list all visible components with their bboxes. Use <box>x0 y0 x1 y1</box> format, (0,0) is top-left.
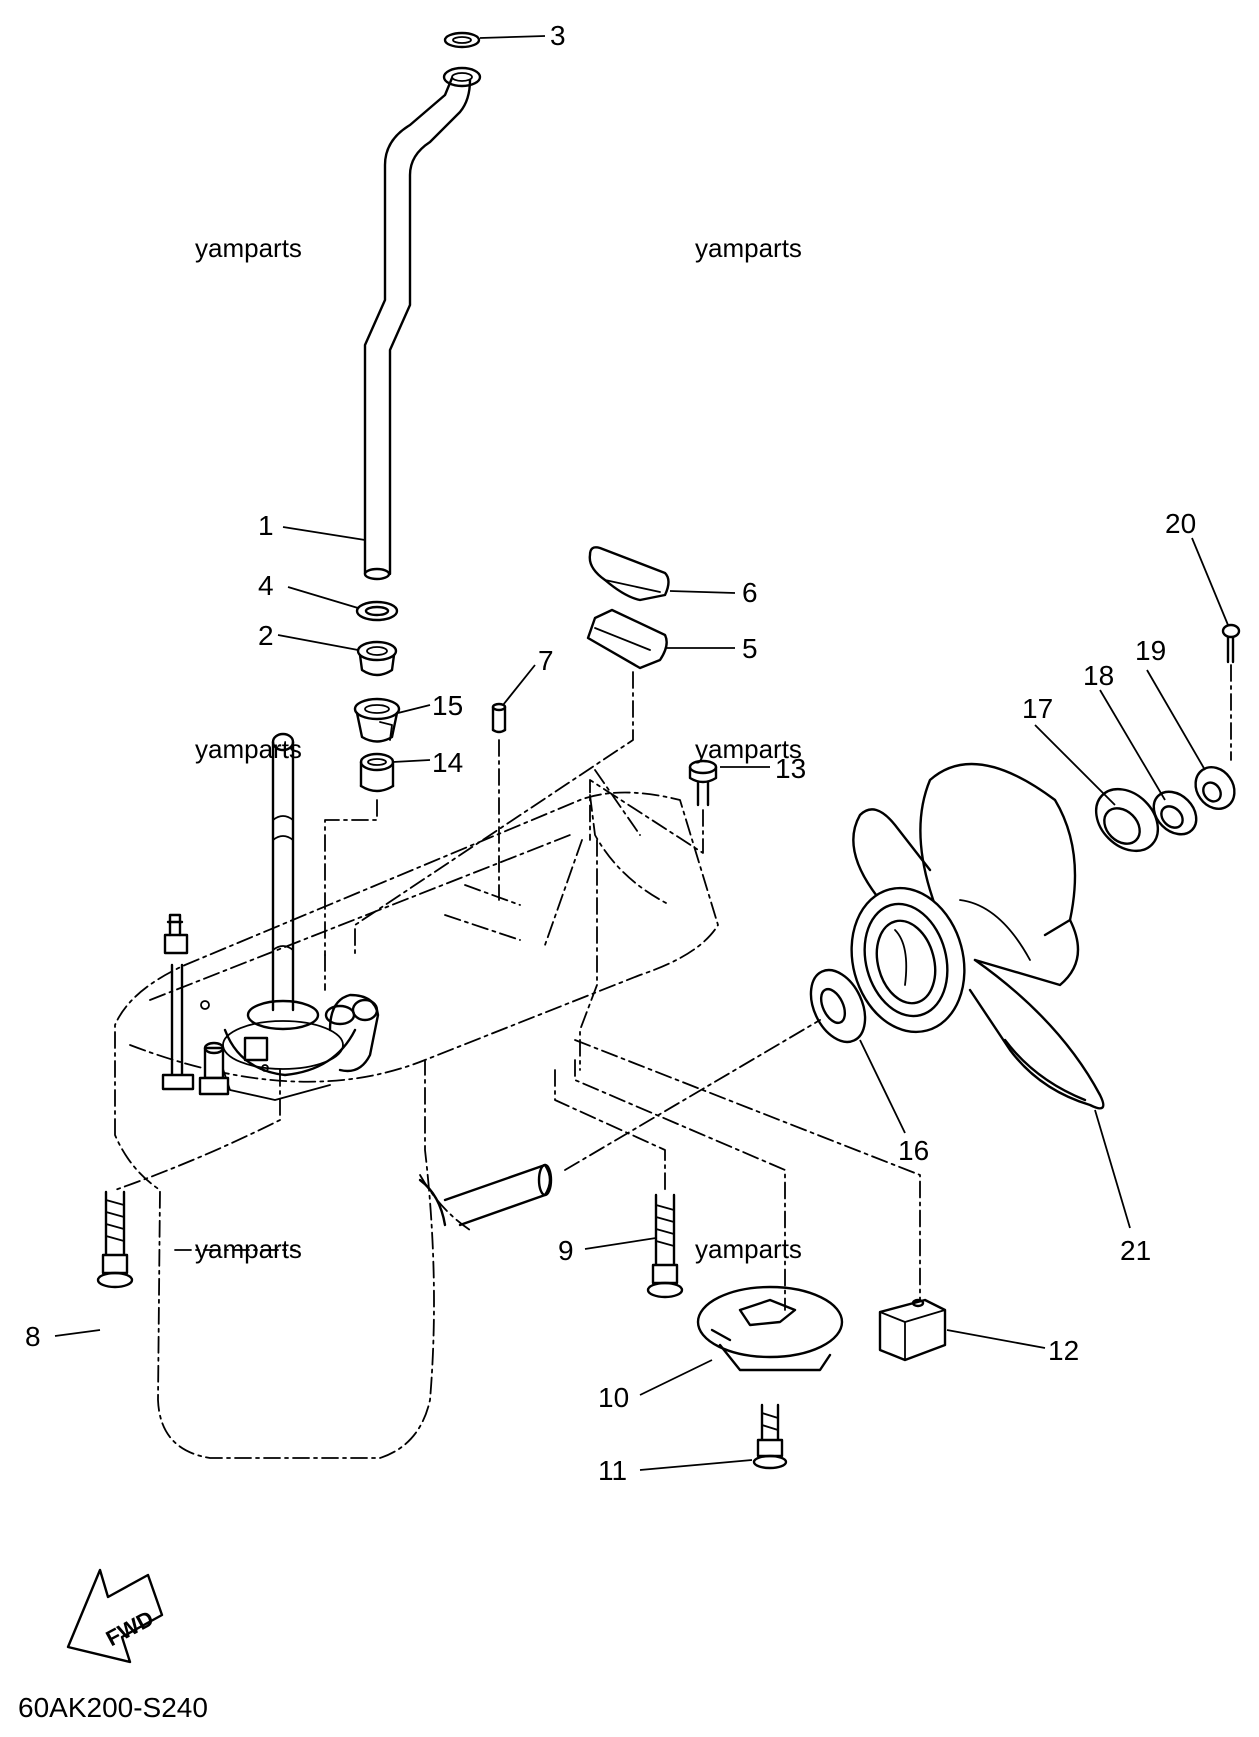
callout-7: 7 <box>538 645 554 676</box>
shift-rod <box>161 913 269 1096</box>
callout-5: 5 <box>742 633 758 664</box>
anode-12 <box>878 1298 947 1362</box>
watermark-4: yamparts <box>695 734 802 764</box>
water-pump-base <box>219 993 380 1101</box>
tube-top-seal-inner <box>451 72 473 82</box>
propeller-shaft <box>418 1163 553 1227</box>
callout-12: 12 <box>1048 1335 1079 1366</box>
watermark-2: yamparts <box>695 233 802 263</box>
callout-11: 11 <box>598 1455 627 1486</box>
callout-19: 19 <box>1135 635 1166 666</box>
cotter-pin-20 <box>1221 623 1241 664</box>
tube-top-seal <box>442 66 482 88</box>
seal-4 <box>355 600 399 622</box>
callout-21: 21 <box>1120 1235 1151 1266</box>
callouts: 1 2 3 4 5 6 7 8 9 10 11 12 13 14 15 16 1… <box>25 20 1196 1486</box>
callout-15: 15 <box>432 690 463 721</box>
plate-5 <box>586 608 668 670</box>
grommet-top <box>443 31 481 49</box>
callout-14: 14 <box>432 747 463 778</box>
bolt-11 <box>752 1403 788 1470</box>
bolt-13 <box>688 759 718 807</box>
gear-case-housing <box>114 769 719 1459</box>
reference-lines <box>114 664 1232 1311</box>
castle-nut-19 <box>1194 766 1236 810</box>
watermark-1: yamparts <box>195 233 302 263</box>
callout-17: 17 <box>1022 693 1053 724</box>
collar-14 <box>359 752 395 793</box>
water-tube <box>363 76 472 581</box>
bolt-9 <box>646 1193 684 1299</box>
grommet-2 <box>356 640 398 677</box>
callout-2: 2 <box>258 620 274 651</box>
spacer-16 <box>809 968 867 1044</box>
bolt-8 <box>96 1190 134 1289</box>
trim-tab-10 <box>696 1285 844 1372</box>
fwd-arrow-icon: FWD <box>66 1568 164 1664</box>
callout-4: 4 <box>258 570 274 601</box>
diagram-code: 60AK200-S240 <box>18 1692 208 1723</box>
drive-shaft <box>222 732 344 1070</box>
callout-16: 16 <box>898 1135 929 1166</box>
plate-6 <box>588 546 670 602</box>
leader-lines <box>54 35 1229 1471</box>
callout-10: 10 <box>598 1382 629 1413</box>
callout-18: 18 <box>1083 660 1114 691</box>
spacer-18 <box>1152 790 1198 836</box>
washer-17 <box>1094 787 1160 853</box>
callout-6: 6 <box>742 577 758 608</box>
dowel-pin-7 <box>491 702 507 734</box>
callout-13: 13 <box>775 753 806 784</box>
callout-9: 9 <box>558 1235 574 1266</box>
callout-3: 3 <box>550 20 566 51</box>
callout-8: 8 <box>25 1321 41 1352</box>
callout-1: 1 <box>258 510 274 541</box>
watermark-5: yamparts <box>195 1234 302 1264</box>
rubber-seal-15 <box>353 697 401 743</box>
propeller-21 <box>850 762 1105 1110</box>
callout-20: 20 <box>1165 508 1196 539</box>
